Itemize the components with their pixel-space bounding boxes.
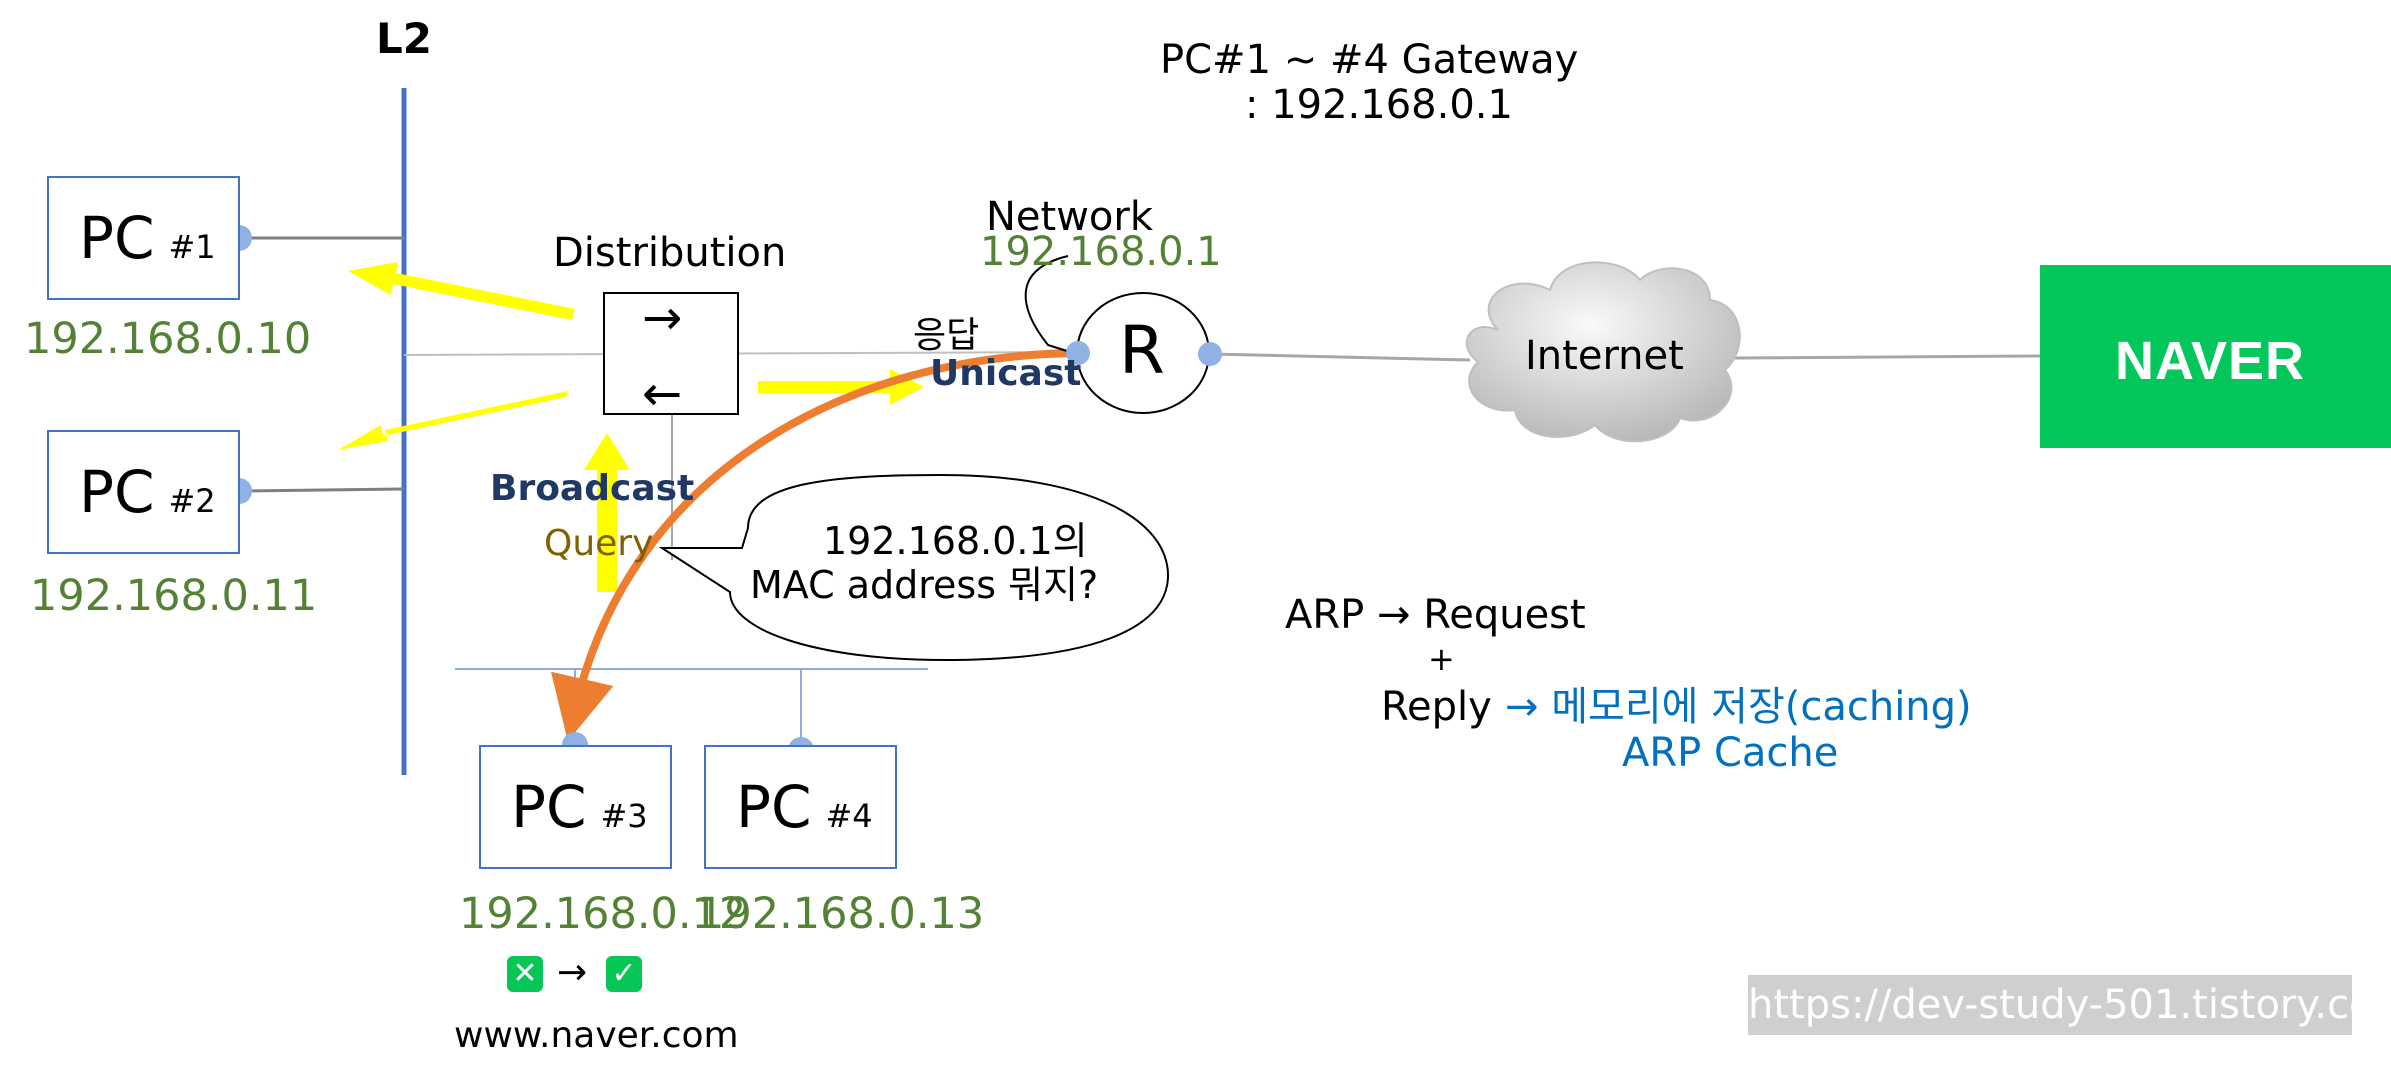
network-label: Network [986, 194, 1154, 240]
pc4-ip: 192.168.0.13 [697, 889, 985, 939]
pc4-number: #4 [825, 797, 873, 835]
status-arrow: → [557, 952, 588, 993]
distribution-arrow-right: → [642, 290, 683, 346]
arp-reply: Reply [1381, 684, 1492, 730]
pc3-name: PC [511, 773, 587, 841]
gateway-note-line2: : 192.168.0.1 [1245, 82, 1513, 128]
naver-box [2040, 265, 2391, 448]
pc3-box: PC #3 [479, 745, 672, 869]
pc4-name: PC [736, 773, 812, 841]
broadcast-arrows [338, 262, 924, 592]
bubble-line2: MAC address 뭐지? [750, 563, 1099, 607]
arp-cache-label: ARP Cache [1622, 730, 1839, 776]
broadcast-arrow-up [584, 433, 630, 592]
distribution-arrow-left: ← [642, 366, 683, 422]
query-label: Query [544, 523, 654, 564]
arp-reply-note: → 메모리에 저장(caching) [1505, 684, 1972, 730]
pc2-box: PC #2 [47, 430, 240, 554]
router-to-internet-link [1209, 352, 1471, 362]
pc2-number: #2 [168, 482, 216, 520]
response-label: 응답 [913, 315, 980, 356]
naver-logo-text: NAVER [2115, 331, 2306, 391]
arp-plus: + [1428, 640, 1455, 678]
pc2-link [239, 487, 405, 493]
speech-bubble [658, 473, 1170, 662]
bubble-line1: 192.168.0.1의 [823, 519, 1088, 563]
router-ip: 192.168.0.1 [980, 229, 1222, 275]
check-mark-icon: ✓ [606, 956, 642, 992]
pc3-ip: 192.168.0.12 [459, 889, 747, 939]
pc1-name: PC [79, 204, 155, 272]
distribution-switch [603, 292, 739, 415]
pc1-box: PC #1 [47, 176, 240, 300]
network-callout-tail [1024, 255, 1071, 353]
broadcast-arrow-pc1 [348, 262, 575, 320]
l2-switch-label: L2 [376, 14, 432, 63]
unicast-label: Unicast [930, 353, 1082, 394]
broadcast-label: Broadcast [490, 468, 695, 509]
arp-request-line: ARP → Request [1285, 592, 1586, 638]
watermark: https://dev-study-501.tistory.com [1748, 975, 2391, 1035]
broadcast-arrow-pc2 [338, 391, 568, 450]
gateway-note-line1: PC#1 ~ #4 Gateway [1160, 37, 1579, 83]
cross-mark-icon: ✕ [507, 956, 543, 992]
distribution-label: Distribution [553, 230, 787, 276]
router-label: R [1119, 312, 1165, 389]
naver-url: www.naver.com [454, 1015, 739, 1056]
internet-label: Internet [1525, 333, 1684, 379]
internet-to-naver-link [1734, 354, 2041, 360]
pc1-number: #1 [168, 228, 216, 266]
pc1-ip: 192.168.0.10 [24, 314, 312, 364]
pc4-box: PC #4 [704, 745, 897, 869]
internet-cloud [1465, 261, 1741, 443]
unicast-response-arrow [550, 349, 1079, 742]
pc3-number: #3 [600, 797, 648, 835]
pc2-name: PC [79, 458, 155, 526]
pc2-ip: 192.168.0.11 [30, 571, 318, 621]
broadcast-arrow-router [758, 369, 924, 405]
distribution-to-router-link [403, 351, 1076, 356]
